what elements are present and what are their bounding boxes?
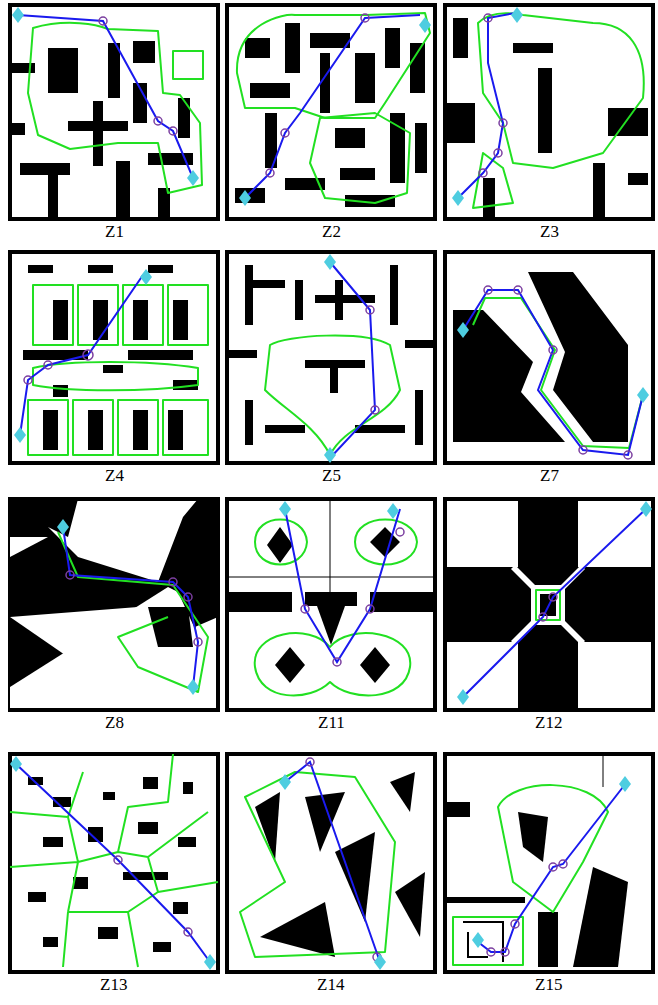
panel-label: Z11	[318, 713, 345, 733]
panel-label: Z12	[535, 713, 562, 733]
panel-label: Z7	[540, 466, 559, 486]
map-panel	[227, 252, 435, 463]
panel-label: Z13	[100, 975, 127, 995]
panel-label: Z4	[105, 466, 124, 486]
map-panel	[10, 5, 218, 219]
map-panel	[227, 5, 435, 219]
map-panel	[227, 754, 435, 972]
map-panel	[445, 5, 653, 219]
map-panel	[445, 252, 653, 463]
map-panel	[227, 499, 435, 710]
panel-label: Z2	[322, 222, 341, 242]
map-panel	[10, 754, 218, 972]
map-panel	[10, 252, 218, 463]
map-panel	[445, 499, 653, 710]
panel-label: Z15	[535, 975, 562, 995]
panel-label: Z3	[540, 222, 559, 242]
panel-label: Z5	[322, 466, 341, 486]
panel-label: Z1	[105, 222, 124, 242]
map-panel	[10, 499, 218, 710]
panel-label: Z8	[105, 713, 124, 733]
map-panel	[445, 754, 653, 972]
panel-label: Z14	[317, 975, 344, 995]
